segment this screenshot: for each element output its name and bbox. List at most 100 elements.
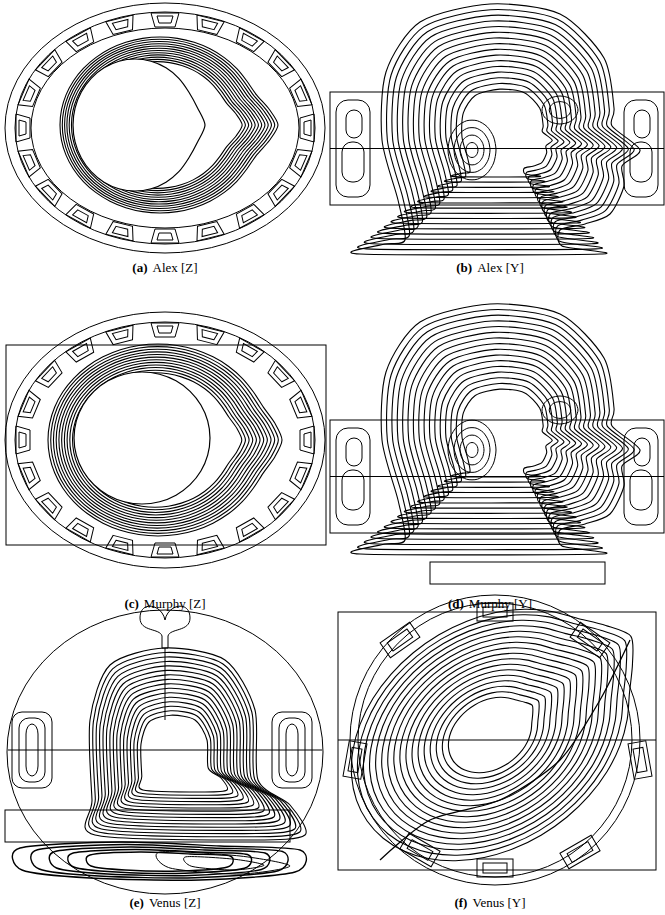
- head-front-view: [5, 648, 306, 880]
- head-contour: [454, 428, 490, 473]
- coil-inner: [23, 153, 36, 170]
- head-contour: [424, 366, 575, 497]
- coil-block: [265, 360, 294, 390]
- head-contour: [67, 44, 268, 207]
- head-contour: [56, 352, 271, 528]
- head-contour: [451, 389, 552, 477]
- coil-loop: [342, 470, 364, 510]
- head-top-view: [60, 37, 278, 213]
- coil-outline: [35, 360, 64, 390]
- head-contour: [114, 684, 264, 815]
- coil-inner: [294, 397, 307, 414]
- coil-outline: [16, 114, 30, 142]
- head-contour: [132, 706, 238, 798]
- head-contour: [431, 72, 570, 193]
- coil-block: [16, 426, 30, 454]
- coil-loop: [346, 438, 362, 466]
- coil-block: [66, 338, 97, 364]
- coil-outline: [151, 323, 179, 337]
- head-contour: [438, 378, 564, 488]
- head-contour: [64, 360, 260, 521]
- coil-block: [18, 390, 42, 421]
- head-contour: [424, 675, 558, 794]
- coil-inner: [42, 497, 58, 513]
- coil-inner: [157, 547, 173, 554]
- coil-inner: [348, 747, 362, 772]
- panel-caption: (d)Murphy [Y]: [448, 596, 532, 612]
- coil-block: [233, 516, 264, 542]
- head-contour: [12, 842, 306, 880]
- coil-inner: [73, 522, 90, 536]
- coil-inner: [157, 16, 173, 23]
- head-contour: [448, 120, 496, 180]
- coil-inner: [19, 120, 26, 136]
- coil-outline: [194, 15, 225, 35]
- coil-inner: [200, 19, 217, 30]
- coil-ring: [5, 312, 325, 568]
- head-contour: [448, 420, 496, 480]
- head-contour: [139, 715, 227, 792]
- head-contour: [451, 89, 552, 177]
- coil-block: [233, 202, 264, 228]
- coil-outline: [18, 146, 42, 177]
- head-contour: [444, 383, 558, 482]
- coil-inner: [157, 233, 173, 240]
- head-contour: [438, 78, 564, 188]
- head-contour: [370, 626, 615, 845]
- head-contour: [404, 349, 593, 513]
- coil-block: [16, 114, 30, 142]
- coil-block: [233, 338, 264, 364]
- coil-block: [66, 28, 97, 54]
- coil-block: [628, 741, 652, 780]
- coil-block: [300, 114, 314, 142]
- coil-inner: [73, 33, 90, 47]
- coil-block: [560, 835, 600, 869]
- coil-inner: [73, 209, 90, 223]
- coil-inner: [157, 326, 173, 333]
- coil-ring: [7, 610, 323, 894]
- head-contour: [448, 697, 532, 772]
- neck-base: [430, 562, 605, 584]
- head-contour: [107, 675, 275, 821]
- coil-loop: [634, 438, 650, 466]
- coil-block: [106, 15, 137, 35]
- head-contour: [382, 637, 602, 834]
- coil-inner: [240, 33, 257, 47]
- head-contour: [436, 686, 545, 783]
- coil-block: [66, 202, 97, 228]
- head-contour: [60, 37, 278, 213]
- coil-block: [106, 221, 137, 241]
- head-contour: [412, 664, 570, 805]
- coil-inner: [272, 367, 288, 383]
- head-contour: [103, 670, 280, 824]
- coil-band: [338, 612, 656, 870]
- coil-ring: [5, 3, 325, 253]
- head-contour: [549, 402, 571, 419]
- coil-loop: [342, 142, 364, 182]
- coil-block: [106, 325, 137, 345]
- band-line: [338, 740, 656, 741]
- head-contour: [376, 631, 608, 839]
- head-contour: [371, 21, 623, 239]
- head-contour: [67, 362, 256, 517]
- coil-inner: [42, 56, 58, 72]
- coil-band: [5, 810, 290, 842]
- coil-outline: [233, 28, 264, 54]
- head-contour: [411, 55, 587, 208]
- head-contour: [156, 852, 290, 874]
- head-side-view: [351, 609, 633, 861]
- coil-outline: [265, 177, 294, 207]
- coil-outline: [66, 28, 97, 54]
- head-contour: [121, 693, 254, 808]
- head-contour: [125, 697, 249, 805]
- head-contour: [70, 365, 253, 515]
- coil-inner: [294, 153, 307, 170]
- head-contour: [358, 310, 635, 550]
- head-contour: [73, 59, 205, 191]
- head-contour: [391, 338, 605, 524]
- head-top-view: [48, 344, 282, 536]
- head-contour: [394, 648, 589, 822]
- panel-caption: (a)Alex [Z]: [132, 260, 197, 276]
- panel-letter: (c): [124, 596, 138, 612]
- head-contour: [69, 46, 265, 204]
